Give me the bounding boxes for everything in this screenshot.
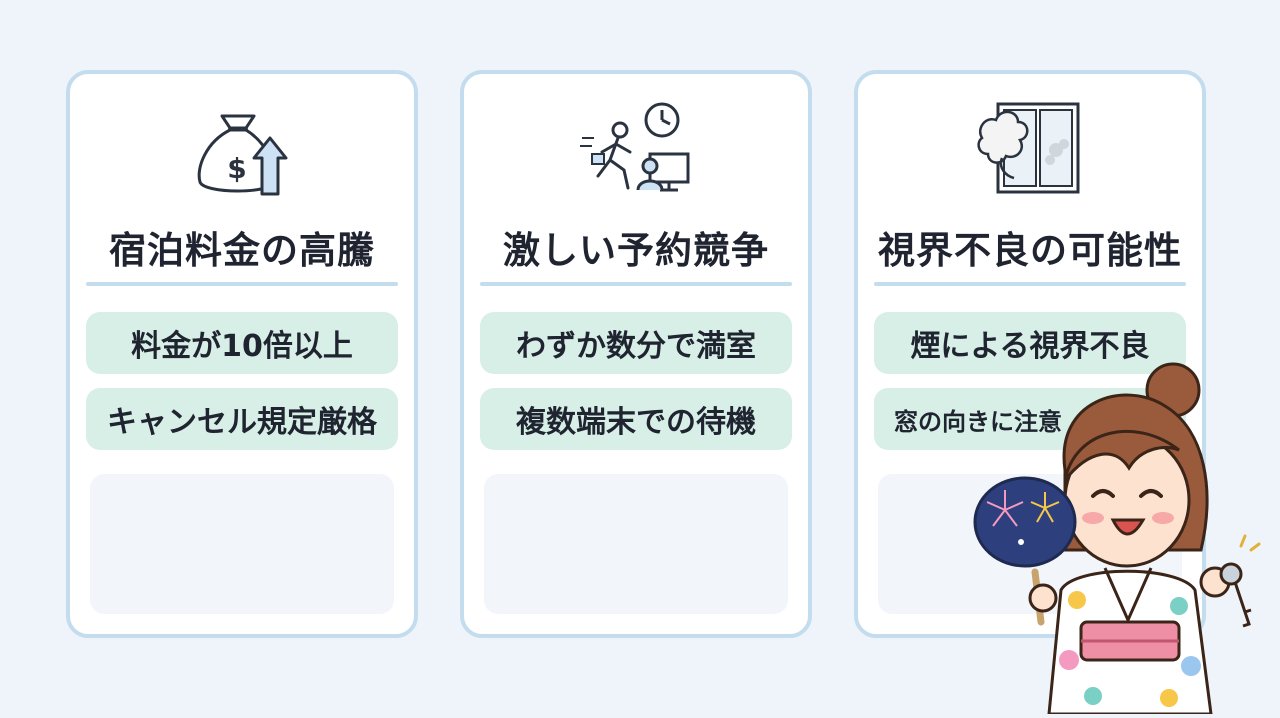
point-item: 煙による視界不良 xyxy=(874,312,1186,374)
card-title: 宿泊料金の高騰 xyxy=(109,229,375,272)
divider xyxy=(86,282,398,286)
point-item: キャンセル規定厳格 xyxy=(86,388,398,450)
point-item: 料金が10倍以上 xyxy=(86,312,398,374)
svg-text:$: $ xyxy=(227,152,246,185)
divider xyxy=(480,282,792,286)
card-price-rise: $ 宿泊料金の高騰 料金が10倍以上 キャンセル規定厳格 xyxy=(66,70,418,638)
card-title: 視界不良の可能性 xyxy=(878,229,1182,272)
card-title: 激しい予約競争 xyxy=(503,229,769,272)
card-booking-competition: 激しい予約競争 わずか数分で満室 複数端末での待機 xyxy=(460,70,812,638)
empty-point-slot xyxy=(90,474,394,614)
smoke-window-icon xyxy=(858,98,1202,202)
empty-point-slot xyxy=(484,474,788,614)
point-item: わずか数分で満室 xyxy=(480,312,792,374)
running-clock-computer-icon xyxy=(464,98,808,202)
yukata-girl-fireworks-fan-key-icon xyxy=(965,360,1265,716)
point-item: 複数端末での待機 xyxy=(480,388,792,450)
money-bag-arrow-up-icon: $ xyxy=(70,98,414,202)
divider xyxy=(874,282,1186,286)
